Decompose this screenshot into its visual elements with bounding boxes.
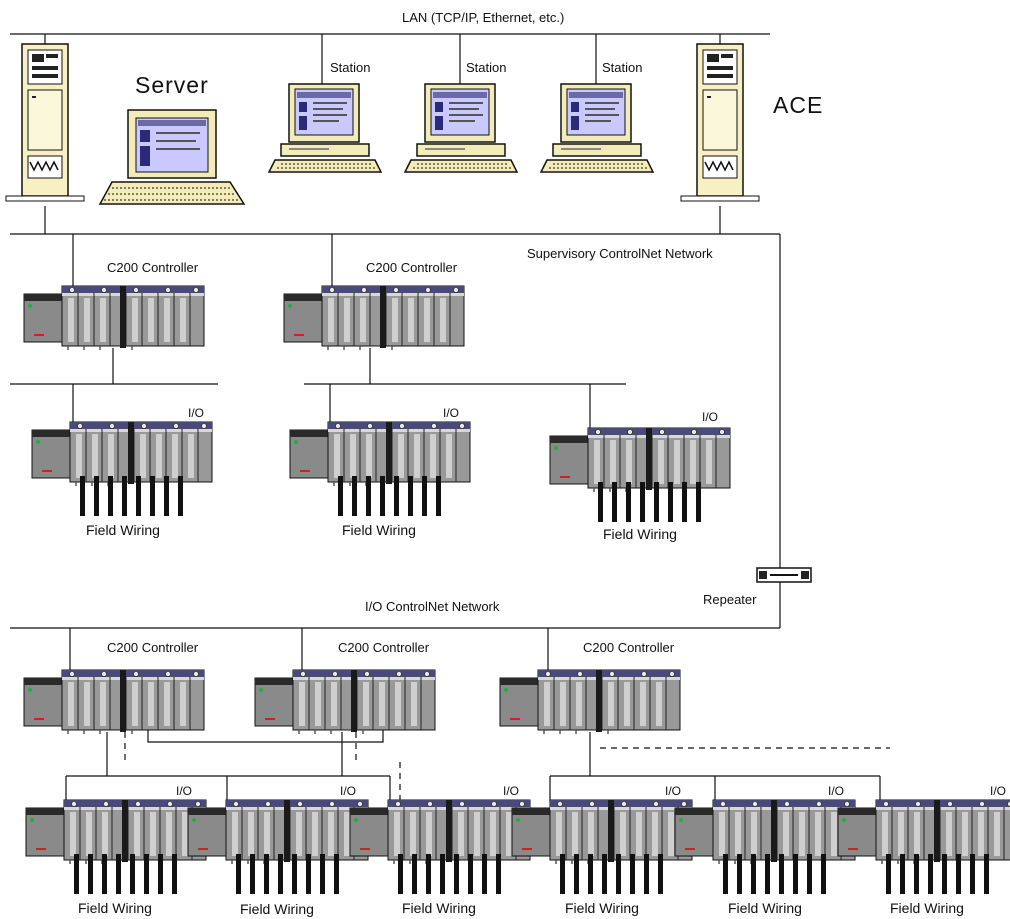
field-wiring-label-7: Field Wiring (565, 900, 639, 916)
lan-bus (10, 33, 770, 86)
c200-controller-rack-4 (254, 669, 436, 735)
controller-label-1: C200 Controller (107, 260, 199, 275)
controller-label-2: C200 Controller (366, 260, 458, 275)
ace-label: ACE (773, 92, 824, 118)
repeater-label: Repeater (703, 592, 757, 607)
c200-controller-rack-3 (23, 669, 205, 735)
field-wiring-label-2: Field Wiring (342, 522, 416, 538)
field-wiring-label-1: Field Wiring (86, 522, 160, 538)
io-label-5: I/O (340, 784, 357, 798)
field-wiring-label-9: Field Wiring (890, 900, 964, 916)
c200-controller-rack-5 (499, 669, 681, 735)
ace-tower-computer (680, 43, 760, 202)
io-label-6: I/O (503, 784, 520, 798)
station-computer-2 (404, 83, 518, 173)
station-computer-3 (540, 83, 654, 173)
io-network-label: I/O ControlNet Network (365, 599, 500, 614)
field-wiring-label-5: Field Wiring (240, 901, 314, 917)
server-tower-computer (5, 43, 85, 202)
io-controlnet-bus (10, 627, 780, 672)
station-label-3: Station (602, 60, 643, 75)
station-label-2: Station (466, 60, 507, 75)
station-computer-1 (268, 83, 382, 173)
supervisory-controlnet-bus (10, 206, 781, 628)
field-wiring-label-8: Field Wiring (728, 900, 802, 916)
io-label-3: I/O (702, 410, 719, 424)
server-label: Server (135, 72, 209, 98)
io-label-9: I/O (990, 784, 1007, 798)
c200-controller-rack-1 (23, 285, 205, 351)
io-label-1: I/O (188, 406, 205, 420)
controller-label-5: C200 Controller (583, 640, 675, 655)
c200-controller-rack-2 (283, 285, 465, 351)
lan-label: LAN (TCP/IP, Ethernet, etc.) (402, 10, 565, 25)
repeater-device (756, 567, 812, 583)
io-bus-upper (10, 348, 626, 430)
io-label-7: I/O (665, 784, 682, 798)
controller-label-3: C200 Controller (107, 640, 199, 655)
io-label-4: I/O (176, 784, 193, 798)
controller-label-4: C200 Controller (338, 640, 430, 655)
station-label-1: Station (330, 60, 371, 75)
field-wiring-label-3: Field Wiring (603, 526, 677, 542)
field-wiring-label-4: Field Wiring (78, 900, 152, 916)
io-label-8: I/O (828, 784, 845, 798)
io-bus-lower (65, 730, 881, 802)
redundant-links (124, 732, 890, 800)
io-label-2: I/O (443, 406, 460, 420)
server-workstation (98, 109, 246, 205)
supervisory-network-label: Supervisory ControlNet Network (527, 246, 713, 261)
field-wiring-label-6: Field Wiring (402, 900, 476, 916)
